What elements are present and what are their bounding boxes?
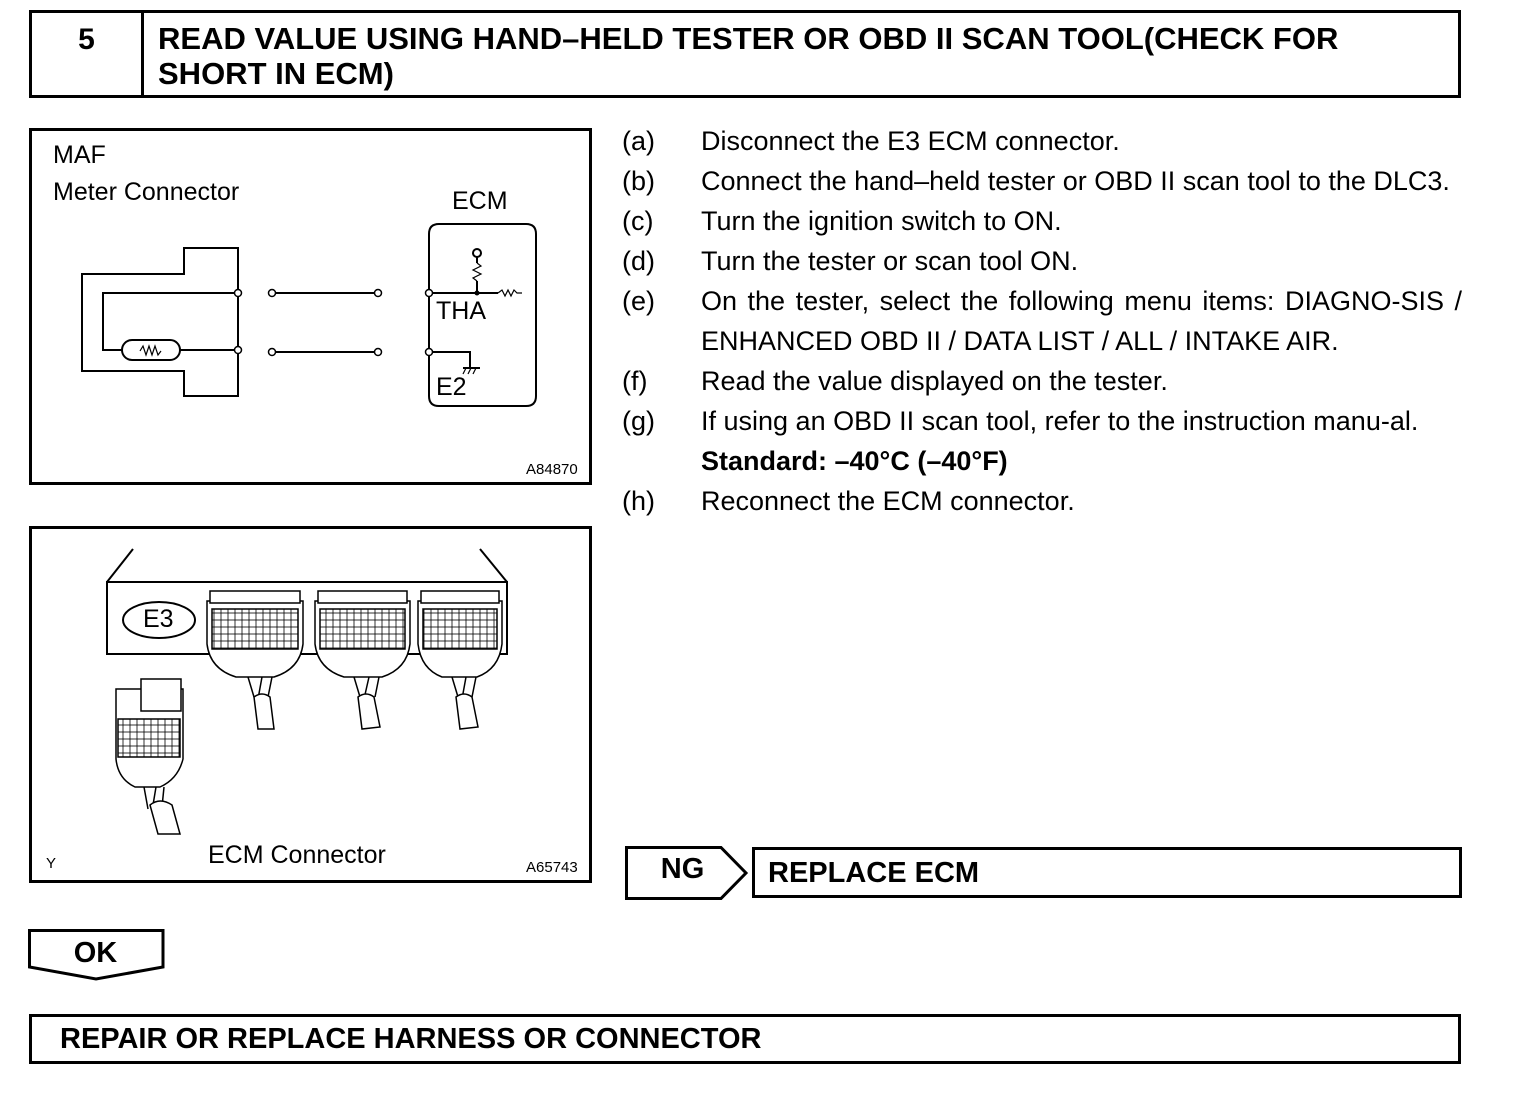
maf-label: MAF xyxy=(53,141,106,169)
final-result-text: REPAIR OR REPLACE HARNESS OR CONNECTOR xyxy=(60,1023,762,1055)
ecm-label: ECM xyxy=(452,187,508,215)
disconnected-e3-connector xyxy=(115,678,184,835)
maf-inner-circuit xyxy=(102,292,238,351)
step-item: (f) Read the value displayed on the test… xyxy=(622,361,1462,401)
step-letter: (e) xyxy=(622,286,655,316)
e3-label: E3 xyxy=(143,605,174,633)
terminal-dot xyxy=(233,288,243,298)
terminal-dot xyxy=(424,347,434,357)
step-header: 5 READ VALUE USING HAND–HELD TESTER OR O… xyxy=(29,10,1461,98)
terminal-dot xyxy=(233,345,243,355)
maf-connector-outline xyxy=(81,247,239,397)
ecm-connector-label: ECM Connector xyxy=(208,841,386,869)
ng-label: NG xyxy=(660,853,705,885)
step-item: (h) Reconnect the ECM connector. xyxy=(622,481,1462,521)
step-letter: (f) xyxy=(622,366,648,396)
step-letter: (d) xyxy=(622,246,655,276)
e2-label: E2 xyxy=(436,373,467,401)
ng-result-text: REPLACE ECM xyxy=(768,857,980,889)
mounted-connector xyxy=(314,590,411,730)
ok-label: OK xyxy=(73,937,118,969)
step-text: Turn the ignition switch to ON. xyxy=(701,206,1062,236)
step-item: (b) Connect the hand–held tester or OBD … xyxy=(622,161,1462,201)
standard-value-row: Standard: –40°C (–40°F) xyxy=(622,441,1462,481)
terminal-dot xyxy=(424,288,434,298)
final-result-box: REPAIR OR REPLACE HARNESS OR CONNECTOR xyxy=(29,1014,1461,1064)
wiring-diagram xyxy=(81,223,537,407)
ecm-connector-figure: E3 ECM Connector Y A65743 xyxy=(29,526,592,883)
step-item: (c) Turn the ignition switch to ON. xyxy=(622,201,1462,241)
step-letter: (c) xyxy=(622,206,654,236)
step-text: Reconnect the ECM connector. xyxy=(701,486,1075,516)
step-title: READ VALUE USING HAND–HELD TESTER OR OBD… xyxy=(158,21,1339,91)
terminal-dot xyxy=(373,347,383,357)
tha-label: THA xyxy=(436,297,486,325)
step-item: (a) Disconnect the E3 ECM connector. xyxy=(622,121,1462,161)
step-item: (d) Turn the tester or scan tool ON. xyxy=(622,241,1462,281)
step-text: Read the value displayed on the tester. xyxy=(701,366,1168,396)
step-text: Disconnect the E3 ECM connector. xyxy=(701,126,1120,156)
thermistor-symbol xyxy=(121,339,181,361)
e3-port-label-oval xyxy=(122,601,196,639)
step-text: If using an OBD II scan tool, refer to t… xyxy=(701,406,1419,436)
step-letter: (b) xyxy=(622,166,655,196)
wiring-diagram-figure: MAF Meter Connector ECM THA E2 A84870 xyxy=(29,128,592,485)
figure-code: A65743 xyxy=(526,859,578,876)
mounted-connector xyxy=(417,590,503,730)
mounted-connector xyxy=(206,590,304,730)
step-letter xyxy=(622,441,701,481)
step-letter: (h) xyxy=(622,486,655,516)
terminal-dot xyxy=(373,288,383,298)
step-text: Turn the tester or scan tool ON. xyxy=(701,246,1079,276)
ng-result-box: REPLACE ECM xyxy=(752,847,1462,898)
procedure-steps: (a) Disconnect the E3 ECM connector. (b)… xyxy=(622,121,1462,521)
ecm-housing xyxy=(106,581,508,655)
ok-arrow-box xyxy=(28,929,165,981)
step-text: Connect the hand–held tester or OBD II s… xyxy=(701,166,1450,196)
step-item: (g) If using an OBD II scan tool, refer … xyxy=(622,401,1462,441)
ng-arrow-box xyxy=(625,846,749,900)
step-text: On the tester, select the following menu… xyxy=(701,286,1462,356)
step-item: (e) On the tester, select the following … xyxy=(622,281,1462,361)
figure-y-mark: Y xyxy=(46,855,57,872)
step-number: 5 xyxy=(32,13,144,95)
terminal-dot xyxy=(267,288,277,298)
step-letter: (a) xyxy=(622,126,655,156)
ecm-box-outline xyxy=(428,223,537,407)
standard-value: Standard: –40°C (–40°F) xyxy=(701,446,1008,476)
step-letter: (g) xyxy=(622,406,655,436)
terminal-dot xyxy=(267,347,277,357)
ecm-connector-illustration xyxy=(106,548,508,835)
meter-connector-label: Meter Connector xyxy=(53,178,240,206)
figure-code: A84870 xyxy=(526,461,578,478)
